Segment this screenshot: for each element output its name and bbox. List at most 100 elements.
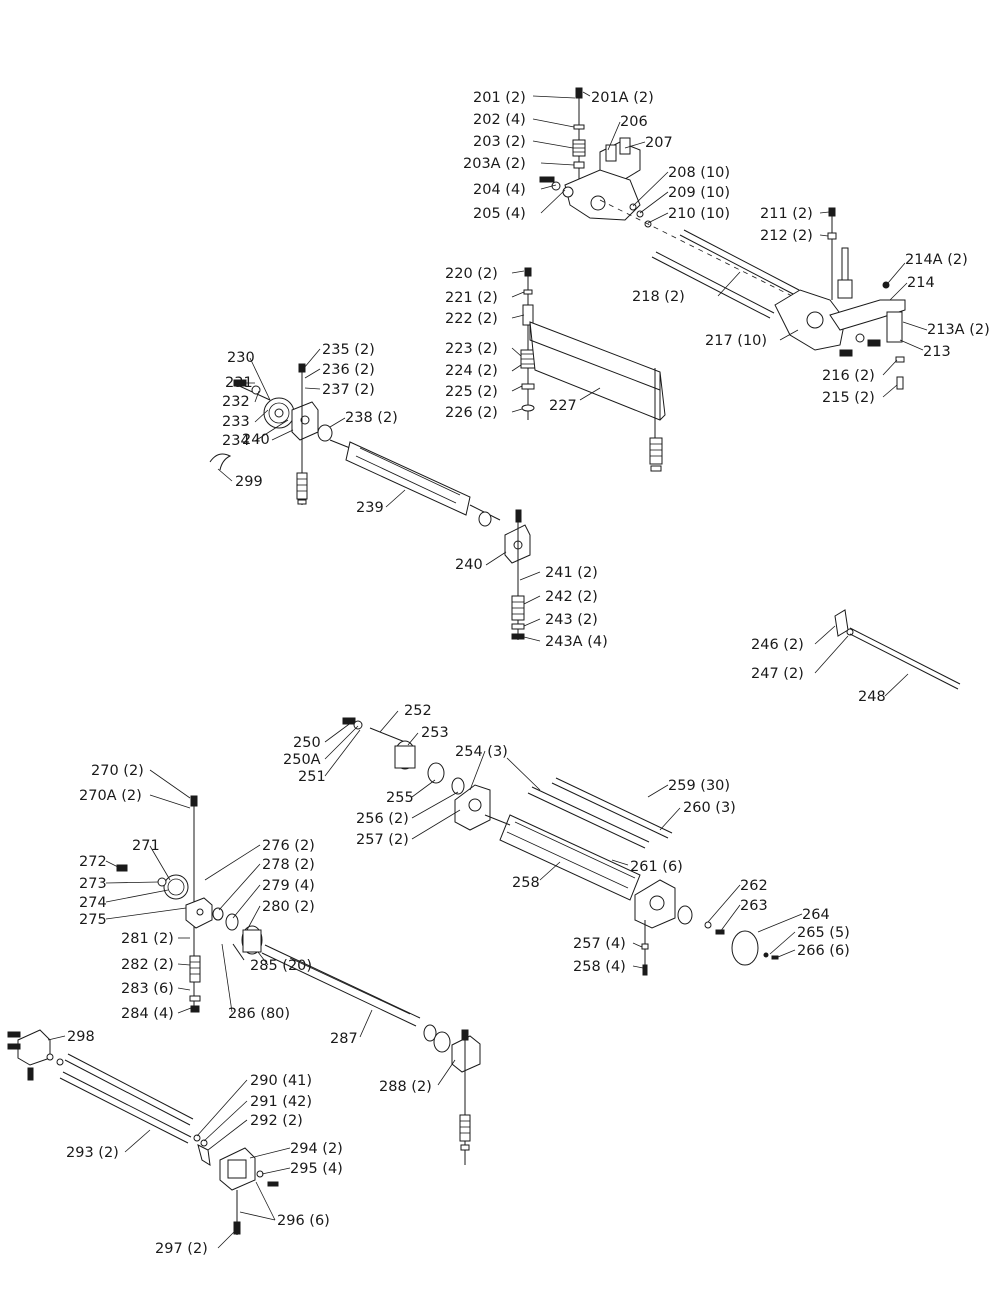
- handle-assembly: [834, 609, 961, 690]
- label-232: 232: [222, 394, 250, 410]
- label-258-roller: 258: [512, 875, 540, 891]
- label-230: 230: [227, 350, 255, 366]
- label-203: 203 (2): [473, 134, 526, 150]
- label-256: 256 (2): [356, 811, 409, 827]
- label-274: 274: [79, 895, 107, 911]
- label-240-upper: 240: [242, 432, 270, 448]
- label-201a: 201A (2): [591, 90, 654, 106]
- label-235: 235 (2): [322, 342, 375, 358]
- label-255: 255: [386, 790, 414, 806]
- plate-assembly: [520, 267, 666, 472]
- label-214: 214: [907, 275, 935, 291]
- label-250a: 250A: [283, 752, 321, 768]
- label-203a: 203A (2): [463, 156, 526, 172]
- label-220: 220 (2): [445, 266, 498, 282]
- label-259: 259 (30): [668, 778, 730, 794]
- label-297: 297 (2): [155, 1241, 208, 1257]
- label-287: 287: [330, 1031, 358, 1047]
- lower-rod-assembly: [7, 1029, 279, 1235]
- label-226: 226 (2): [445, 405, 498, 421]
- label-295: 295 (4): [290, 1161, 343, 1177]
- label-214a: 214A (2): [905, 252, 968, 268]
- label-252: 252: [404, 703, 432, 719]
- label-279: 279 (4): [262, 878, 315, 894]
- label-284: 284 (4): [121, 1006, 174, 1022]
- label-298: 298: [67, 1029, 95, 1045]
- label-270: 270 (2): [91, 763, 144, 779]
- label-216: 216 (2): [822, 368, 875, 384]
- label-291: 291 (42): [250, 1094, 312, 1110]
- top-frame-assembly: [539, 87, 906, 390]
- label-221: 221 (2): [445, 290, 498, 306]
- label-261: 261 (6): [630, 859, 683, 875]
- label-257-upper: 257 (2): [356, 832, 409, 848]
- label-236: 236 (2): [322, 362, 375, 378]
- label-222: 222 (2): [445, 311, 498, 327]
- label-210: 210 (10): [668, 206, 730, 222]
- part-labels: 201 (2) 201A (2) 202 (4) 203 (2) 203A (2…: [66, 90, 990, 1257]
- label-224: 224 (2): [445, 363, 498, 379]
- label-273: 273: [79, 876, 107, 892]
- label-231: 231: [225, 375, 253, 391]
- label-204: 204 (4): [473, 182, 526, 198]
- label-225: 225 (2): [445, 384, 498, 400]
- label-263: 263: [740, 898, 768, 914]
- roller-258-assembly: [342, 717, 779, 976]
- label-250: 250: [293, 735, 321, 751]
- label-254: 254 (3): [455, 744, 508, 760]
- label-223: 223 (2): [445, 341, 498, 357]
- label-207: 207: [645, 135, 673, 151]
- label-293: 293 (2): [66, 1145, 119, 1161]
- label-239: 239: [356, 500, 384, 516]
- label-271: 271: [132, 838, 160, 854]
- label-234: 234: [222, 433, 250, 449]
- label-270a: 270A (2): [79, 788, 142, 804]
- label-272: 272: [79, 854, 107, 870]
- label-257-lower: 257 (4): [573, 936, 626, 952]
- label-206: 206: [620, 114, 648, 130]
- label-288: 288 (2): [379, 1079, 432, 1095]
- label-227: 227: [549, 398, 577, 414]
- label-217: 217 (10): [705, 333, 767, 349]
- label-201: 201 (2): [473, 90, 526, 106]
- label-253: 253: [421, 725, 449, 741]
- label-294: 294 (2): [290, 1141, 343, 1157]
- label-278: 278 (2): [262, 857, 315, 873]
- label-283: 283 (6): [121, 981, 174, 997]
- label-290: 290 (41): [250, 1073, 312, 1089]
- label-280: 280 (2): [262, 899, 315, 915]
- label-275: 275: [79, 912, 107, 928]
- label-243: 243 (2): [545, 612, 598, 628]
- label-265: 265 (5): [797, 925, 850, 941]
- label-242: 242 (2): [545, 589, 598, 605]
- roller-239-assembly: [209, 363, 531, 640]
- label-266: 266 (6): [797, 943, 850, 959]
- label-238: 238 (2): [345, 410, 398, 426]
- label-237: 237 (2): [322, 382, 375, 398]
- label-282: 282 (2): [121, 957, 174, 973]
- label-243a: 243A (4): [545, 634, 608, 650]
- label-212: 212 (2): [760, 228, 813, 244]
- label-251: 251: [298, 769, 326, 785]
- label-205: 205 (4): [473, 206, 526, 222]
- label-246: 246 (2): [751, 637, 804, 653]
- label-233: 233: [222, 414, 250, 430]
- leader-lines: [47, 91, 928, 1249]
- label-286: 286 (80): [228, 1006, 290, 1022]
- label-260: 260 (3): [683, 800, 736, 816]
- label-296: 296 (6): [277, 1213, 330, 1229]
- label-218: 218 (2): [632, 289, 685, 305]
- label-209: 209 (10): [668, 185, 730, 201]
- label-240-lower: 240: [455, 557, 483, 573]
- label-292: 292 (2): [250, 1113, 303, 1129]
- label-281: 281 (2): [121, 931, 174, 947]
- label-276: 276 (2): [262, 838, 315, 854]
- label-247: 247 (2): [751, 666, 804, 682]
- label-213: 213: [923, 344, 951, 360]
- label-213a: 213A (2): [927, 322, 990, 338]
- label-202: 202 (4): [473, 112, 526, 128]
- label-211: 211 (2): [760, 206, 813, 222]
- label-215: 215 (2): [822, 390, 875, 406]
- label-299: 299: [235, 474, 263, 490]
